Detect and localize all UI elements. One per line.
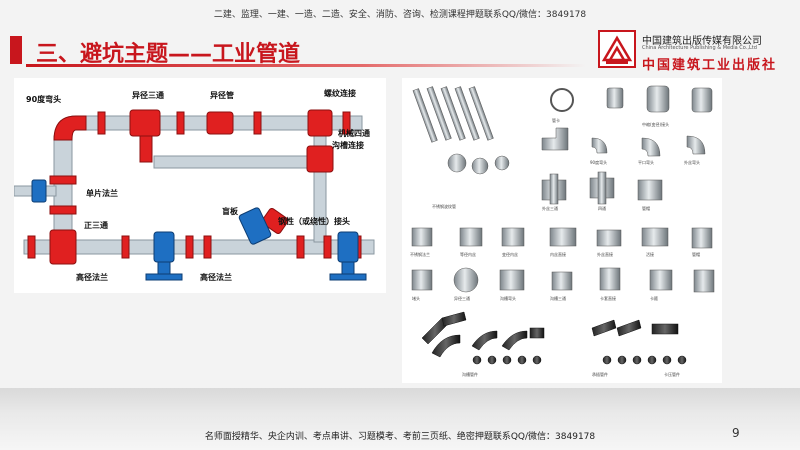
pipe-fittings-diagram: 90度弯头 异径三通 异径管 螺纹连接 机械四通 沟槽连接 单片法兰 正三通 高… bbox=[14, 78, 386, 293]
publisher-logo-block: 中国建筑出版传媒有限公司 China Architecture Publishi… bbox=[598, 30, 793, 73]
publisher-emblem-icon bbox=[598, 30, 636, 68]
header-banner: 二建、监理、一建、一造、二造、安全、消防、咨询、检测课程押题联系QQ/微信：38… bbox=[213, 10, 587, 20]
page-title: 三、避坑主题——工业管道 bbox=[36, 42, 301, 67]
photo-caption: 外丝弯头 bbox=[684, 160, 700, 165]
photo-caption: 沟槽三通 bbox=[550, 296, 566, 301]
photo-caption: 中缩(变径)接头 bbox=[642, 122, 670, 127]
publisher-name-en: China Architecture Publishing & Media Co… bbox=[642, 45, 757, 51]
label-blind-plate: 盲板 bbox=[222, 207, 238, 216]
photo-caption: 卡压管件 bbox=[664, 372, 680, 377]
label-single-flange: 单片法兰 bbox=[86, 189, 118, 198]
photo-caption: 不锈钢波纹管 bbox=[432, 204, 456, 209]
label-elbow-90: 90度弯头 bbox=[26, 95, 62, 104]
photo-caption: 沟槽管件 bbox=[462, 372, 478, 377]
label-high-neck-flange-right: 高径法兰 bbox=[200, 273, 232, 282]
photo-caption: 管卡 bbox=[552, 118, 560, 123]
photo-caption: 承插管件 bbox=[592, 372, 608, 377]
photo-caption: 异径三通 bbox=[454, 296, 470, 301]
footer-text: 名师面授精华、央企内训、考点串讲、习题模考、考前三页纸、绝密押题联系QQ/微信：… bbox=[204, 432, 596, 442]
photo-caption: 外丝三通 bbox=[542, 206, 558, 211]
photo-caption: 沟槽弯头 bbox=[500, 296, 516, 301]
photo-caption: 四通 bbox=[598, 206, 606, 211]
photo-caption: 卡箍 bbox=[650, 296, 658, 301]
photo-caption: 管帽 bbox=[642, 206, 650, 211]
page-number: 9 bbox=[732, 426, 740, 440]
label-reducer: 异径管 bbox=[210, 91, 234, 100]
photo-caption: 平口弯头 bbox=[638, 160, 654, 165]
fittings-photo-panel: 不锈钢波纹管 管卡 中缩(变径)接头 90度弯头 平口弯头 外丝弯头 外丝三通 … bbox=[402, 78, 722, 383]
label-high-neck-flange-left: 高径法兰 bbox=[76, 273, 108, 282]
photo-caption: 不锈钢法兰 bbox=[410, 252, 430, 257]
label-equal-tee: 正三通 bbox=[84, 221, 108, 230]
publisher-calligraphy: 中国建筑工业出版社 bbox=[642, 58, 778, 73]
photo-caption: 堵头 bbox=[412, 296, 420, 301]
label-groove-connection: 沟槽连接 bbox=[332, 141, 364, 150]
label-threaded-connection: 螺纹连接 bbox=[324, 89, 356, 98]
label-reducing-tee: 异径三通 bbox=[132, 91, 164, 100]
fittings-photo-graphic bbox=[411, 85, 715, 365]
photo-caption: 90度弯头 bbox=[590, 160, 608, 165]
title-accent-block bbox=[10, 36, 22, 64]
floor-background bbox=[0, 388, 800, 450]
photo-caption: 等径内丝 bbox=[460, 252, 476, 257]
title-bar: 三、避坑主题——工业管道 bbox=[0, 30, 800, 70]
publisher-name-cn: 中国建筑出版传媒有限公司 bbox=[642, 36, 762, 47]
photo-caption: 内丝直接 bbox=[550, 252, 566, 257]
label-rigid-flexible-joint: 钢性（或绕性）接头 bbox=[278, 217, 350, 226]
title-underline bbox=[26, 64, 586, 67]
photo-caption: 活接 bbox=[646, 252, 654, 257]
photo-caption: 卡套直接 bbox=[600, 296, 616, 301]
pipe-diagram-graphic bbox=[14, 109, 375, 281]
label-mechanical-cross: 机械四通 bbox=[338, 129, 370, 138]
photo-caption: 变径内丝 bbox=[502, 252, 518, 257]
photo-caption: 外丝直接 bbox=[597, 252, 613, 257]
photo-caption: 管帽 bbox=[692, 252, 700, 257]
